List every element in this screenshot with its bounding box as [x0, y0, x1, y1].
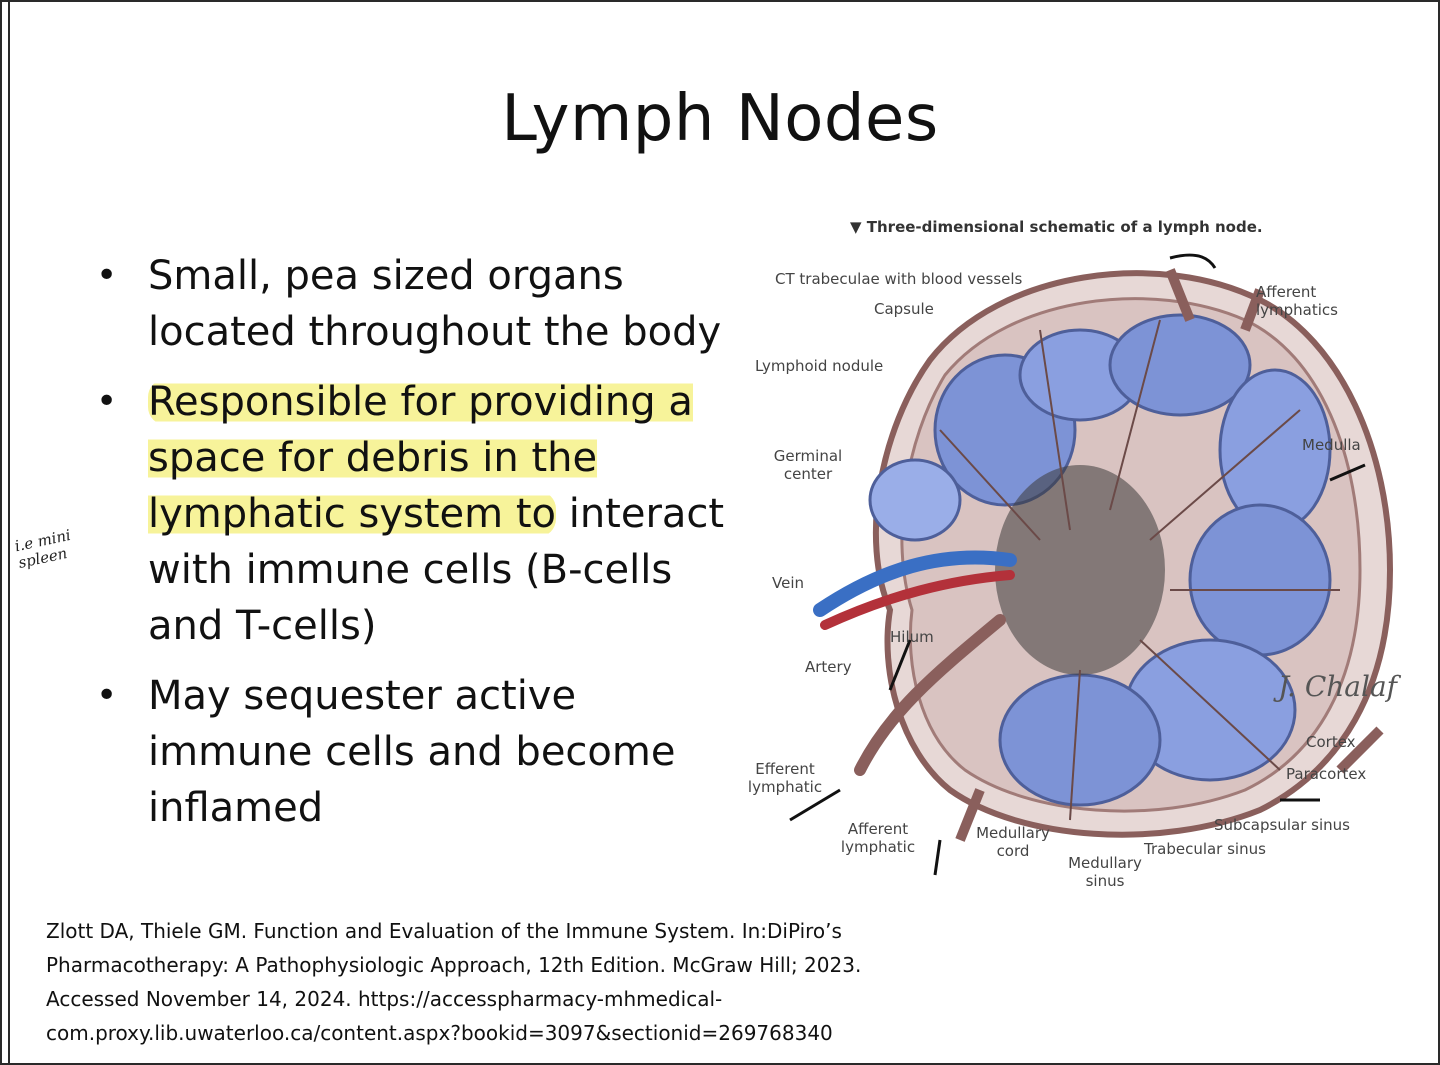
medulla-core [995, 465, 1165, 675]
label-efferent-lymphatic: Efferent lymphatic [747, 760, 823, 796]
slide-left-border [8, 0, 10, 1065]
afferent-lymphatic-vessel [1165, 268, 1195, 322]
bullet-dot-icon: • [96, 381, 118, 422]
bullet-item: • Responsible for providing a space for … [90, 374, 730, 654]
nodule [998, 673, 1162, 807]
label-medullary-sinus: Medullary sinus [1068, 854, 1142, 890]
label-vein: Vein [772, 574, 804, 592]
figure-caption: ▼ Three-dimensional schematic of a lymph… [850, 218, 1263, 236]
bullet-text: interact with immune cells (B-cells and … [148, 491, 725, 649]
bullet-text: Small, pea sized organs located througho… [148, 253, 722, 355]
citation-line: com.proxy.lib.uwaterloo.ca/content.aspx?… [46, 1021, 833, 1045]
arrow-icon [1169, 253, 1217, 269]
artery-vessel [820, 570, 1015, 630]
label-lymphoid-nodule: Lymphoid nodule [755, 357, 884, 375]
bullet-item: • Small, pea sized organs located throug… [90, 248, 730, 360]
artist-signature: J. Chalaf [1278, 670, 1398, 703]
lymph-node-illustration [789, 253, 1394, 876]
label-germinal-center: Germinal center [773, 447, 843, 483]
bullet-dot-icon: • [96, 255, 118, 296]
label-capsule: Capsule [874, 300, 934, 318]
label-hilum: Hilum [890, 628, 934, 646]
label-subcapsular-sinus: Subcapsular sinus [1214, 816, 1350, 834]
arrow-icon [888, 639, 912, 691]
citation-line: Pharmacotherapy: A Pathophysiologic Appr… [46, 953, 862, 977]
label-paracortex: Paracortex [1286, 765, 1367, 783]
bullet-list: • Small, pea sized organs located throug… [90, 248, 730, 850]
vein-vessel [813, 550, 1017, 617]
nodule [1108, 313, 1252, 417]
citation-line: Accessed November 14, 2024. https://acce… [46, 987, 723, 1011]
slide-title: Lymph Nodes [501, 82, 939, 156]
afferent-lymphatic-vessel [1240, 288, 1265, 332]
arrow-icon [933, 839, 942, 876]
afferent-lymphatic-vessel [955, 788, 985, 842]
bullet-text: May sequester active immune cells and be… [148, 673, 676, 831]
afferent-lymphatic-vessel [1336, 726, 1384, 774]
label-cortex: Cortex [1306, 733, 1356, 751]
germinal-center [868, 458, 962, 542]
trabeculae-lines [939, 319, 1340, 821]
figure-caption-text: Three-dimensional schematic of a lymph n… [866, 218, 1263, 236]
efferent-lymphatic-vessel [854, 614, 1006, 776]
label-artery: Artery [805, 658, 852, 676]
citation: Zlott DA, Thiele GM. Function and Evalua… [46, 914, 1046, 1050]
label-afferent-lymphatic: Afferent lymphatic [840, 820, 916, 856]
arrow-icon [789, 788, 841, 822]
label-trabecular-sinus: Trabecular sinus [1144, 840, 1266, 858]
bullet-item: • May sequester active immune cells and … [90, 668, 730, 836]
label-medullary-cord: Medullary cord [976, 824, 1050, 860]
citation-line: Zlott DA, Thiele GM. Function and Evalua… [46, 919, 842, 943]
nodule [1188, 503, 1332, 657]
label-medulla: Medulla [1302, 436, 1361, 454]
bullet-dot-icon: • [96, 675, 118, 716]
arrow-icon [1329, 463, 1366, 482]
label-ct-trabeculae: CT trabeculae with blood vessels [775, 270, 1023, 288]
label-afferent-lymphatics: Afferent lymphatics [1256, 283, 1338, 319]
